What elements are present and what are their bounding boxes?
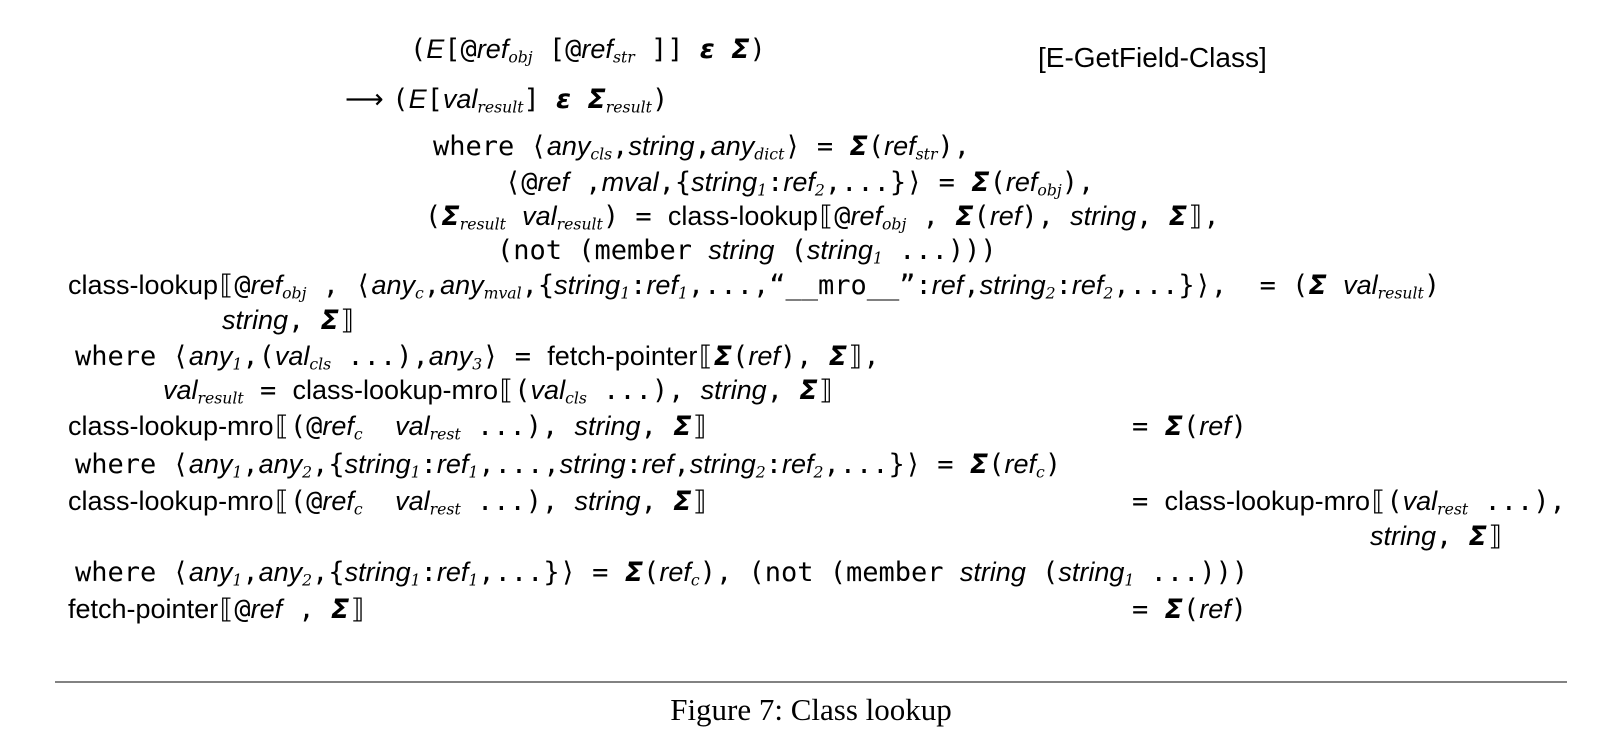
mro-case2-rhs: = class-lookup-mro⟦(valrest ...),	[1132, 486, 1566, 519]
mro-case1-lhs: class-lookup-mro⟦(@refc valrest ...), st…	[68, 411, 708, 444]
mro-case2-lhs: class-lookup-mro⟦(@refc valrest ...), st…	[68, 486, 708, 519]
class-lookup-def-head-2: string, Σ⟧	[222, 305, 356, 336]
class-lookup-def-head: class-lookup⟦@refobj , ⟨anyc,anymval,{st…	[68, 270, 1441, 303]
class-lookup-where-2: valresult = class-lookup-mro⟦(valcls ...…	[163, 375, 834, 408]
figure-caption: Figure 7: Class lookup	[670, 692, 952, 727]
where-clause-1: where ⟨anycls,string,anydict⟩ = Σ(refstr…	[433, 131, 970, 164]
fetch-pointer-lhs: fetch-pointer⟦@ref , Σ⟧	[68, 594, 366, 625]
mro-case1-rhs: = Σ(ref)	[1132, 411, 1248, 442]
where-clause-2: ⟨@ref ,mval,{string1:ref2,...}⟩ = Σ(refo…	[505, 167, 1095, 200]
rule-label: [E-GetField-Class]	[1038, 42, 1267, 73]
where-clause-4: (not (member string (string1 ...)))	[497, 235, 997, 268]
fetch-pointer-rhs: = Σ(ref)	[1132, 594, 1248, 625]
where-clause-3: (Σresult valresult) = class-lookup⟦@refo…	[425, 201, 1220, 234]
rule-premise: (E[@refobj [@refstr ]] ε Σ)	[410, 34, 766, 67]
class-lookup-where-1: where ⟨any1,(valcls ...),any3⟩ = fetch-p…	[75, 341, 880, 374]
mro-case1-where: where ⟨any1,any2,{string1:ref1,...,strin…	[75, 449, 1062, 482]
mro-case2-rhs-cont: string, Σ⟧	[1370, 521, 1504, 552]
mro-case2-where: where ⟨any1,any2,{string1:ref1,...}⟩ = Σ…	[75, 557, 1249, 590]
rule-conclusion: ⟶ (E[valresult] ε Σresult)	[345, 84, 669, 117]
figure-divider	[55, 681, 1567, 683]
